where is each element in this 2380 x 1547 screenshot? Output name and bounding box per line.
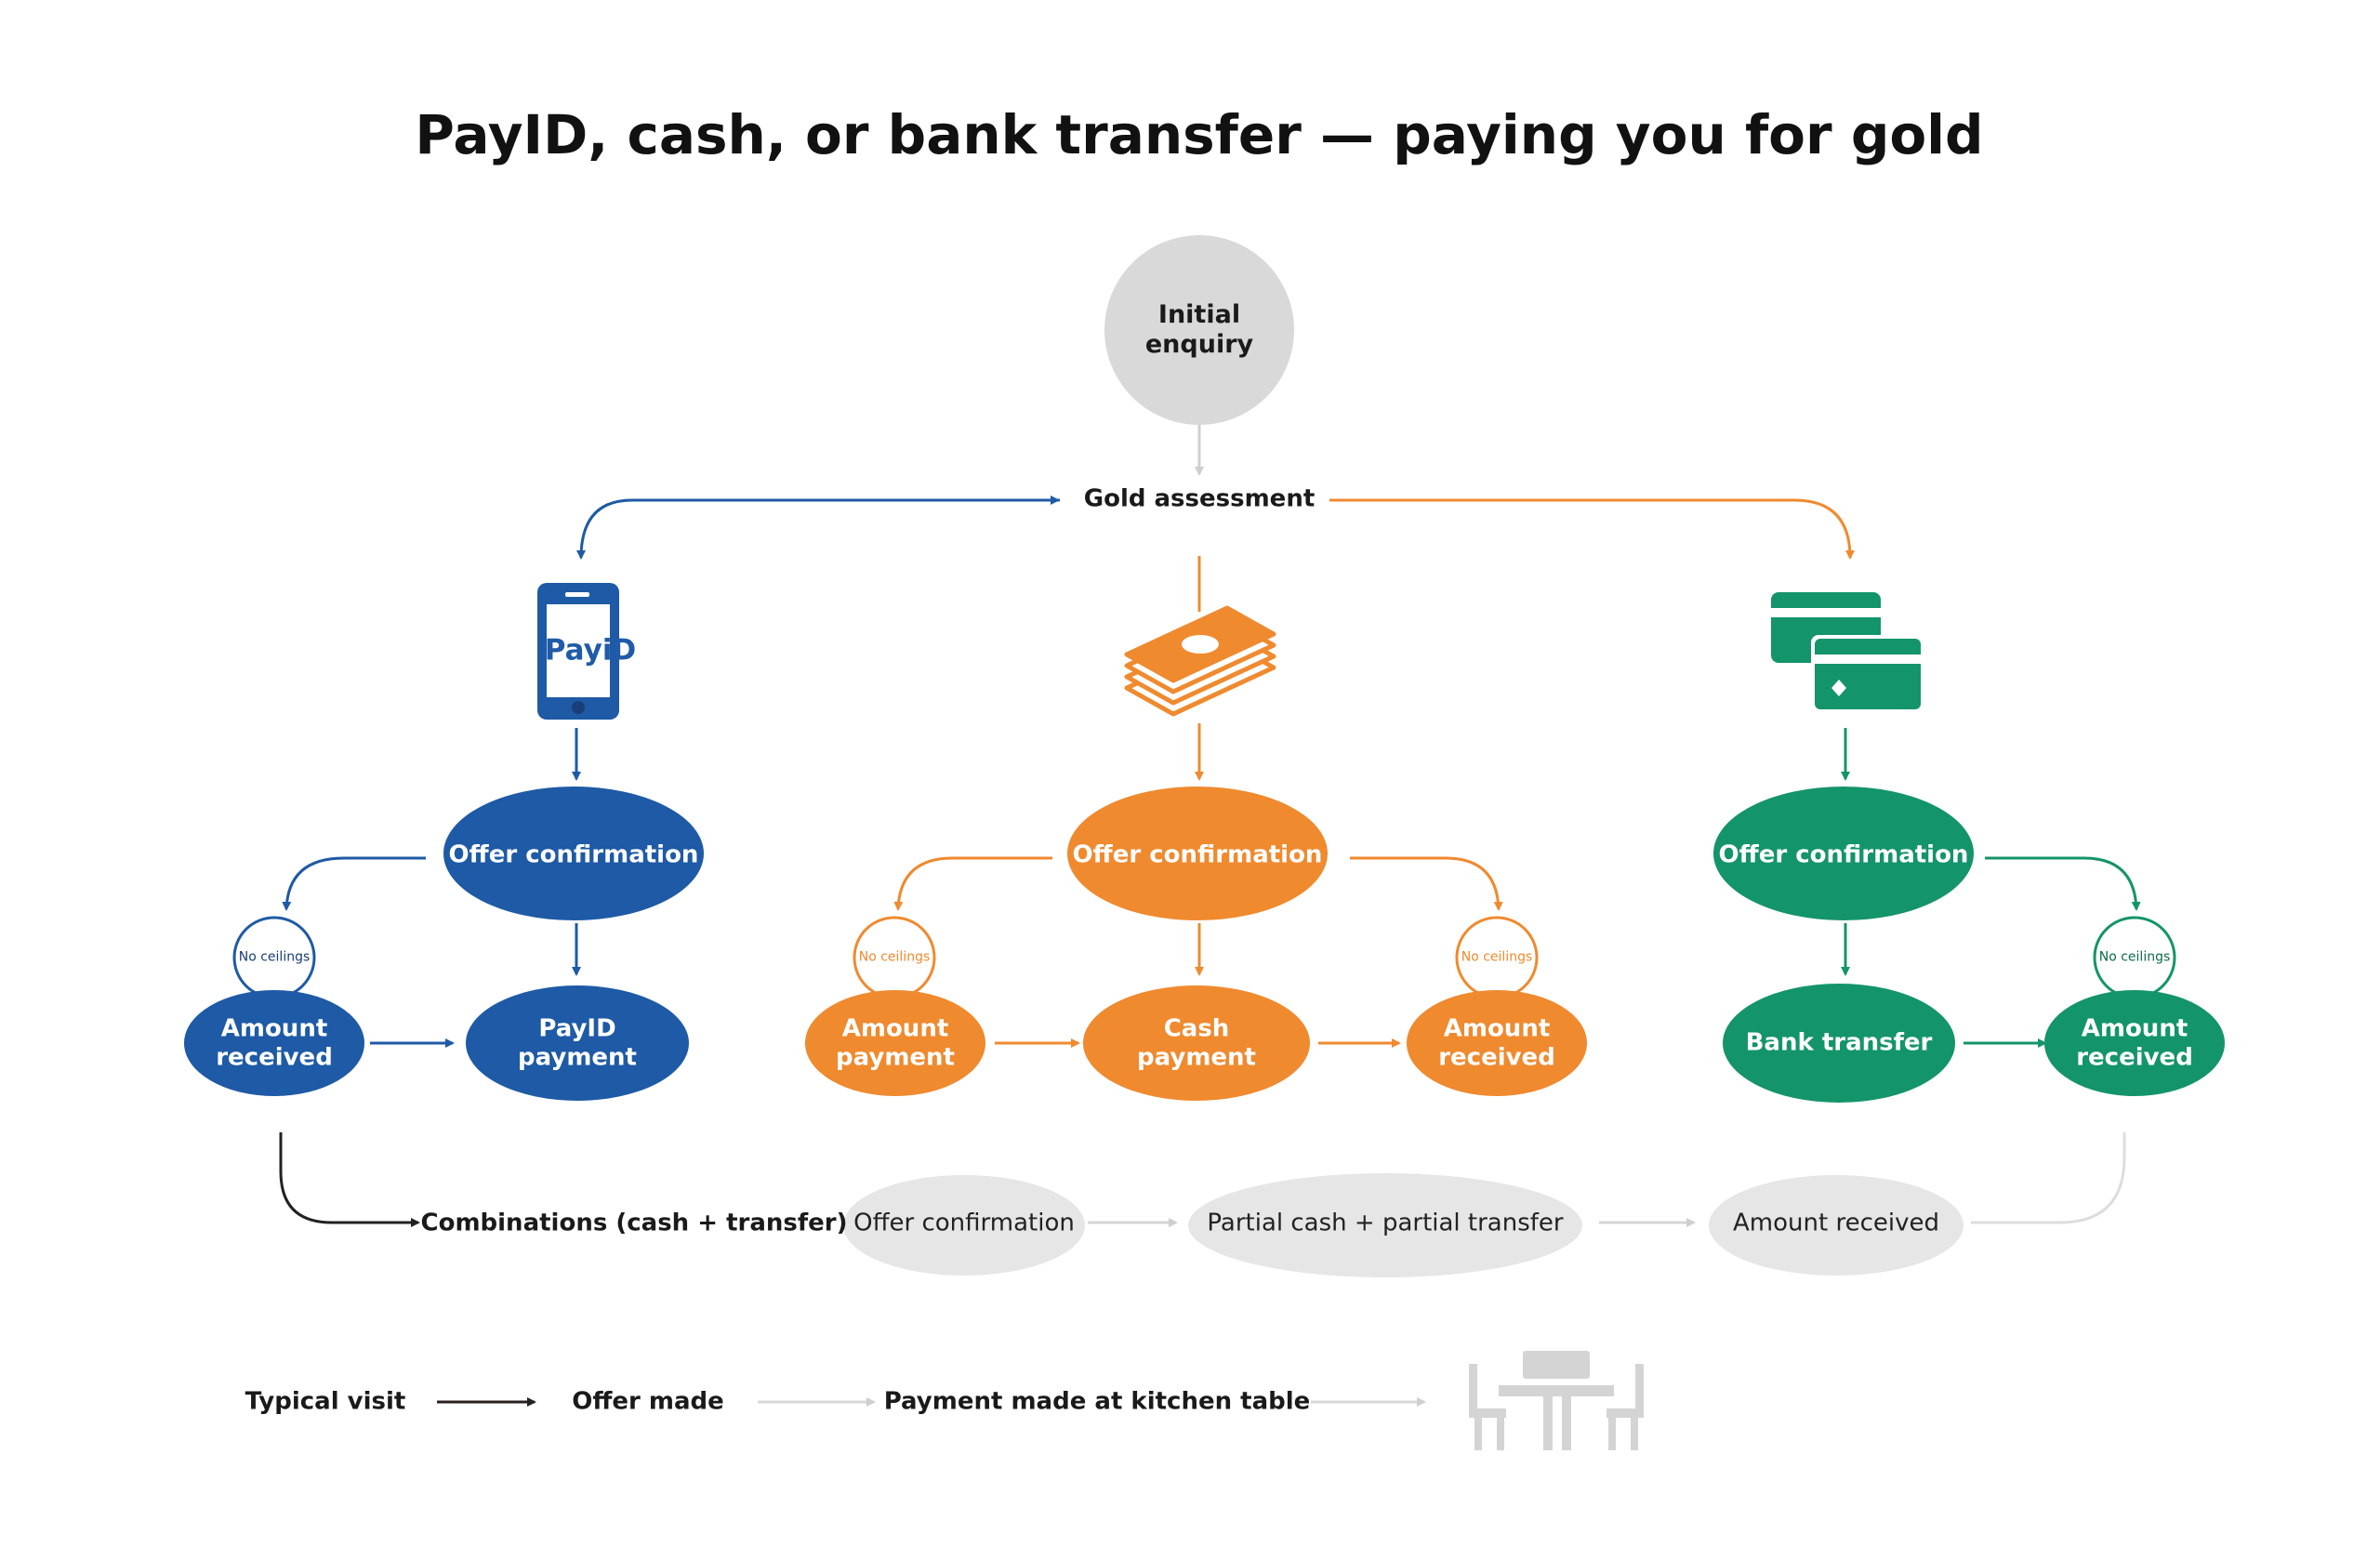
bank-transfer-label: Bank transfer (1745, 1028, 1933, 1057)
arrow-offer-to-left-badge (893, 856, 1052, 911)
legend-typical-visit: Typical visit (245, 1387, 406, 1416)
initial-enquiry-node (1104, 235, 1294, 425)
initial-enquiry-label: Initial enquiry (1144, 300, 1254, 359)
payid-offer-node (443, 787, 704, 920)
payid-branch (184, 583, 704, 1101)
bank-badge-label: No ceilings (2098, 949, 2171, 965)
cash-offer-label: Offer confirmation (1072, 840, 1323, 869)
table-chairs-icon (1469, 1351, 1644, 1450)
payid-offer-label: Offer confirmation (448, 840, 699, 869)
payid-payment-node (466, 985, 689, 1101)
arrow-to-combinations (279, 1132, 420, 1227)
bank-branch (1713, 592, 2225, 1103)
bank-offer-label: Offer confirmation (1718, 840, 1969, 869)
cash-amount-received-label: Amount received (1438, 1014, 1555, 1071)
combo-received-node (1709, 1175, 1964, 1276)
legend-payment-made: Payment made at kitchen table (883, 1387, 1311, 1416)
arrow-assessment-to-bank (1329, 498, 1855, 560)
combinations-row (279, 1132, 2126, 1227)
combo-offer-node (843, 1175, 1085, 1276)
legend-offer-made: Offer made (572, 1387, 724, 1416)
payid-amount-received-node (184, 990, 364, 1096)
cash-payment-node (1083, 985, 1310, 1101)
cash-badge-right-label: No ceilings (1461, 949, 1533, 965)
cash-amount-payment-node (805, 990, 985, 1096)
phone-icon (537, 583, 619, 720)
arrow-assessment-to-payid (576, 498, 1060, 560)
arrow-offer-to-right-badge (1350, 856, 1503, 911)
cash-branch (805, 605, 1587, 1101)
cash-amount-received-node (1407, 990, 1587, 1096)
phone-icon-label: PayiD (544, 633, 637, 668)
combo-partial-label: Partial cash + partial transfer (1207, 1209, 1564, 1237)
cash-badge-left-label: No ceilings (858, 949, 931, 965)
cash-stack-icon (1124, 605, 1276, 717)
cash-payment-label: Cash payment (1137, 1014, 1256, 1071)
bank-cards-icon (1771, 592, 1924, 713)
cash-offer-node (1067, 787, 1328, 920)
payid-amount-received-label: Amount received (216, 1014, 333, 1071)
bank-amount-received-label: Amount received (2076, 1014, 2193, 1071)
bank-amount-received-node (2044, 990, 2225, 1096)
page-title: PayID, cash, or bank transfer — paying y… (415, 102, 1984, 166)
arrow-offer-to-badge (1985, 856, 2141, 911)
top-connectors (576, 416, 1855, 612)
payid-payment-label: PayID payment (518, 1014, 637, 1071)
payid-badge-label: No ceilings (238, 949, 311, 965)
gold-assessment-label: Gold assessment (1083, 484, 1316, 513)
cash-amount-payment-label: Amount payment (836, 1014, 955, 1071)
bank-transfer-node (1723, 984, 1955, 1103)
combo-received-label: Amount received (1733, 1209, 1939, 1237)
arrow-offer-to-badge (282, 856, 426, 911)
arrow-combo-3-return (1971, 1132, 2126, 1224)
combo-partial-node (1188, 1173, 1582, 1277)
combo-offer-label: Offer confirmation (853, 1209, 1075, 1237)
combinations-label: Combinations (cash + transfer) (420, 1209, 848, 1237)
bank-offer-node (1713, 787, 1974, 920)
